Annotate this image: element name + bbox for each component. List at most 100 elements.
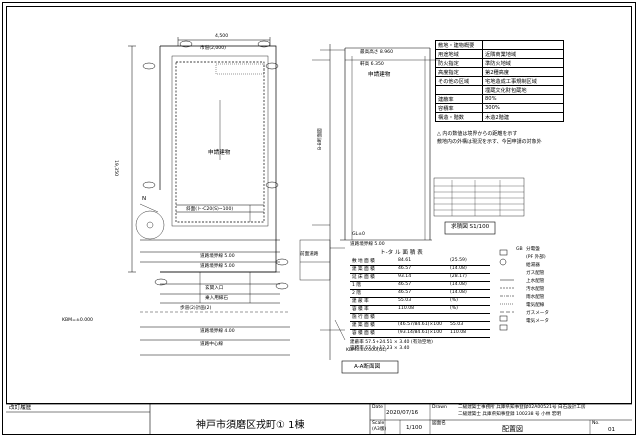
area-value: 46.57	[398, 266, 412, 272]
info-row: その他の区域宅地造成工事規制区域	[435, 76, 564, 86]
label-drawing-name: 図面名	[432, 421, 446, 426]
legend-text: ガス配管	[526, 271, 545, 276]
label-slope: 斜面(ト-C20(S)~100)	[186, 207, 234, 212]
area-key: 2 階	[352, 291, 361, 297]
project-name: 神戸市須磨区戎町① 1棟	[196, 420, 305, 431]
legend-text: (PF 外部)	[526, 255, 546, 260]
no-value: 01	[608, 427, 616, 433]
info-key: その他の区域	[435, 76, 483, 86]
area-value: 46.57	[398, 290, 412, 296]
info-key	[435, 85, 483, 95]
legend-text: 電気メータ	[526, 319, 549, 324]
legend-text: 給湯器	[526, 263, 540, 268]
area-row: 建 築 面 積 46.57 (14.08)	[350, 266, 490, 275]
legend-row: ガスメータ	[516, 310, 549, 318]
section-road: 前面道路	[300, 252, 319, 257]
info-key: 敷地・建物概要	[435, 40, 483, 50]
legend-symbol: GB	[516, 247, 523, 252]
info-value: 準防火地域	[482, 58, 564, 68]
area-ratio: 55.03	[450, 322, 464, 328]
legend-note2: 敷地内の外構は現況を示す、今回申請の対象外	[437, 139, 542, 145]
area-key: 容 積 面 積	[352, 331, 375, 337]
drawing-name: 配置図	[502, 425, 523, 433]
legend-text: 雨水配管	[526, 295, 545, 300]
area-value: 93.14	[398, 274, 412, 280]
label-scale: Scale	[372, 421, 385, 426]
date-value: 2020/07/16	[386, 410, 419, 416]
info-value: 埋蔵文化財包蔵地	[482, 85, 564, 95]
info-row: 用途地域近隣商業地域	[435, 49, 564, 59]
area-key: 建 築 面 積	[352, 267, 375, 273]
info-row: 高度指定第2種高度	[435, 67, 564, 77]
area-ratio: (25.59)	[450, 258, 467, 264]
info-table: 敷地・建物概要用途地域近隣商業地域防火指定準防火地域高度指定第2種高度その他の区…	[435, 40, 564, 122]
dim-left-total: 19,350	[113, 160, 118, 177]
info-row: 敷地・建物概要	[435, 40, 564, 50]
label-revision: 改訂履歴	[9, 405, 32, 411]
legend-text: 電気配線	[526, 303, 545, 308]
area-ratio: (14.08)	[450, 282, 467, 288]
area-key: 延 床 面 積	[352, 275, 375, 281]
office-line1: 二級建築士事務所 兵庫県知事登録02A00521号 白石設計工房	[458, 405, 586, 410]
area-row: 施 行 面 積	[350, 314, 490, 323]
area-key: 建 築 面 積	[352, 323, 375, 329]
area-row: 2 階 46.57 (14.08)	[350, 290, 490, 299]
office-line2: 二級建築士 兵庫県知事登録 100238 号 小林 宏明	[458, 412, 561, 417]
info-row: 防火指定準防火地域	[435, 58, 564, 68]
info-row: 構造・階数木造2階建	[435, 112, 564, 122]
legend-text: 汚水配管	[526, 287, 545, 292]
area-key: 1 階	[352, 283, 361, 289]
info-value: 80%	[482, 94, 564, 104]
section-marker: B-B断面図	[318, 128, 323, 150]
label-drawn: Drawn	[432, 405, 447, 410]
area-value: (46.57/84.61)×100	[398, 322, 443, 328]
scale-value: 1/100	[406, 425, 423, 431]
legend-row: 雨水配管	[516, 294, 549, 302]
label-gate: 玄関入口	[205, 286, 224, 291]
area-value: (93.14/84.61)×100	[398, 330, 443, 336]
legend-row: 汚水配管	[516, 286, 549, 294]
area-ratio: (%)	[450, 298, 458, 304]
calc-title: 求積図 S1/100	[451, 224, 490, 230]
label-building: 申請建物	[208, 150, 231, 156]
area-ratio: (14.08)	[450, 290, 467, 296]
label-site-area: 道路中心線	[200, 342, 223, 347]
legend-row: 電気メータ	[516, 318, 549, 326]
info-key: 防火指定	[435, 58, 483, 68]
area-row: 1 階 46.57 (14.08)	[350, 282, 490, 291]
section-gl: GL±0	[352, 232, 365, 237]
label-road-mid: 道路境界線 5.00	[200, 264, 235, 269]
info-key: 用途地域	[435, 49, 483, 59]
legend-note1: △ 内の数値は境界からの距離を示す	[437, 131, 518, 137]
label-date: Date	[372, 405, 383, 410]
info-row: 埋蔵文化財包蔵地	[435, 85, 564, 95]
label-bottom-road2: 道路境界線 4.00	[200, 329, 235, 334]
legend-row: 給湯器	[516, 262, 549, 270]
info-value: 宅地造成工事規制区域	[482, 76, 564, 86]
dim-top: 4,500	[215, 34, 229, 39]
area-value: 46.57	[398, 282, 412, 288]
info-value: 300%	[482, 103, 564, 113]
area-foot2: 容積率 57.0+12.23 × 3.40	[350, 345, 410, 351]
label-kbm: KBM=±0.000	[62, 318, 93, 323]
area-value: 84.61	[398, 258, 412, 264]
area-value: 55.03	[398, 298, 412, 304]
area-key: 建 蔽 率	[352, 299, 369, 305]
section-eave: 軒高 6.350	[360, 62, 384, 67]
info-key: 高度指定	[435, 67, 483, 77]
area-key: 敷 地 面 積	[352, 259, 375, 265]
legend-text: ガスメータ	[526, 311, 549, 316]
area-ratio: (%)	[450, 306, 458, 312]
area-ratio: (14.08)	[450, 266, 467, 272]
legend-row: 上水配管	[516, 278, 549, 286]
area-value: 110.08	[398, 306, 415, 312]
area-row: 建 蔽 率 55.03 (%)	[350, 298, 490, 307]
info-value: 木造2階建	[482, 112, 564, 122]
info-value: 近隣商業地域	[482, 49, 564, 59]
